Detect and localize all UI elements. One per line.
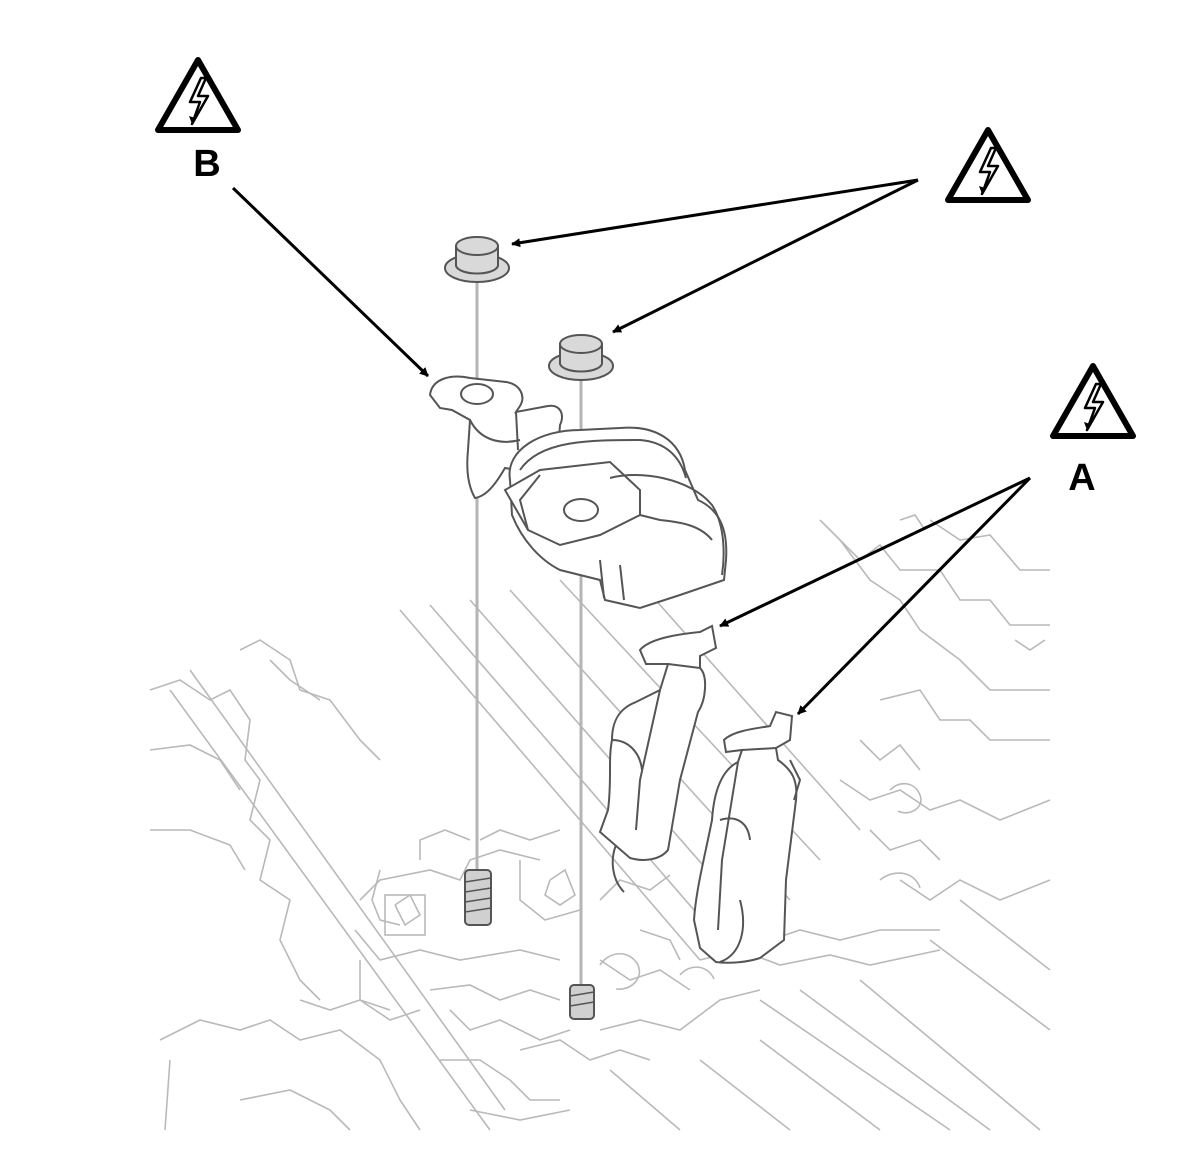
high-voltage-warning-icon (158, 60, 238, 130)
high-voltage-warning-icon (948, 130, 1028, 200)
wire-clamp (503, 426, 728, 610)
pointer-arrows (231, 178, 1032, 716)
flange-nut-left (444, 236, 510, 283)
stud-left (464, 869, 492, 926)
stud-right (569, 984, 595, 1020)
callout-label-b: B (193, 143, 220, 185)
clip-a-left (598, 624, 718, 893)
high-voltage-warning-icon (1053, 366, 1133, 436)
flange-nut-right (548, 334, 614, 381)
background-assembly (149, 514, 1051, 1131)
clip-a-right (692, 710, 802, 964)
callout-label-a: A (1068, 457, 1095, 499)
